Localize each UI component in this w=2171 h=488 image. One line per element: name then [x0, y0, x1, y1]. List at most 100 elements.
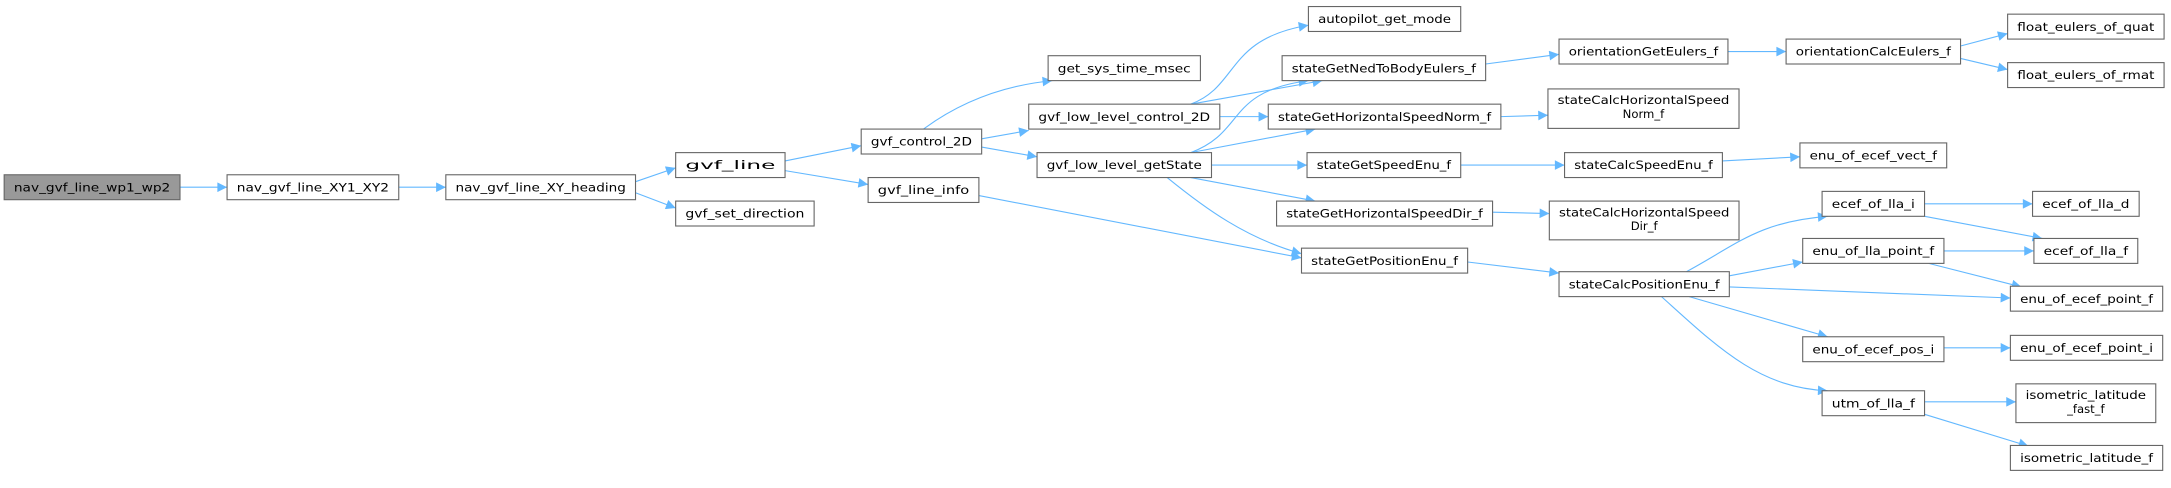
node-label: enu_of_ecef_vect_f: [1810, 149, 1938, 163]
node-label: enu_of_ecef_point_f: [2020, 292, 2154, 306]
node-float-eulers-of-quat[interactable]: float_eulers_of_quat: [2007, 13, 2165, 40]
node-label: nav_gvf_line_XY_heading: [456, 180, 626, 194]
call-edge: [1729, 259, 1803, 277]
node-label: stateCalcHorizontalSpeed: [1558, 93, 1730, 107]
node-stategethorizontalspeednorm-f[interactable]: stateGetHorizontalSpeedNorm_f: [1267, 103, 1502, 130]
node-box: [1799, 142, 1948, 169]
node-enu-of-lla-point-f[interactable]: enu_of_lla_point_f: [1802, 237, 1945, 264]
node-nav-gvf-line-wp1-wp2[interactable]: nav_gvf_line_wp1_wp2: [3, 174, 181, 201]
node-enu-of-ecef-point-f[interactable]: enu_of_ecef_point_f: [2009, 285, 2164, 312]
call-edge: [1492, 208, 1550, 219]
node-utm-of-lla-f[interactable]: utm_of_lla_f: [1821, 390, 1926, 417]
node-label: ecef_of_lla_f: [2044, 244, 2130, 258]
node-label: orientationGetEulers_f: [1569, 45, 1720, 59]
call-edge: [1190, 22, 1309, 105]
node-box: [1047, 55, 1201, 82]
node-enu-of-ecef-pos-i[interactable]: enu_of_ecef_pos_i: [1802, 336, 1945, 363]
node-label: stateGetSpeedEnu_f: [1317, 158, 1452, 172]
node-float-eulers-of-rmat[interactable]: float_eulers_of_rmat: [2007, 62, 2165, 89]
node-label: get_sys_time_msec: [1058, 61, 1191, 75]
node-autopilot-get-mode[interactable]: autopilot_get_mode: [1307, 5, 1462, 33]
node-gvf-control-2d[interactable]: gvf_control_2D: [860, 128, 983, 155]
node-nav-gvf-line-xy-heading[interactable]: nav_gvf_line_XY_heading: [445, 174, 637, 201]
node-gvf-set-direction[interactable]: gvf_set_direction: [675, 200, 815, 227]
node-ecef-of-lla-i[interactable]: ecef_of_lla_i: [1821, 190, 1926, 217]
node-box: [1306, 152, 1462, 179]
node-isometric-latitude-f[interactable]: isometric_latitude_f: [2009, 444, 2164, 471]
call-edge: [1722, 152, 1800, 163]
node-gvf-line[interactable]: gvf_line: [675, 152, 786, 179]
node-label: enu_of_ecef_pos_i: [1812, 342, 1934, 356]
call-edge: [978, 194, 1302, 261]
node-stategetnedtobodyeulers-f[interactable]: stateGetNedToBodyEulers_f: [1281, 55, 1487, 82]
node-orientationcalceulers-f[interactable]: orientationCalcEulers_f: [1785, 38, 1962, 65]
node-label: stateGetPositionEnu_f: [1311, 254, 1459, 268]
node-get-sys-time-msec[interactable]: get_sys_time_msec: [1047, 55, 1201, 82]
node-label: gvf_low_level_control_2D: [1038, 110, 1210, 124]
node-stategetspeedenu-f[interactable]: stateGetSpeedEnu_f: [1306, 152, 1462, 179]
node-isometric-latitude-fast-f[interactable]: isometric_latitude_fast_f: [2015, 383, 2157, 424]
node-label: stateCalcHorizontalSpeed: [1559, 205, 1729, 219]
node-box: [867, 176, 980, 204]
node-gvf-low-level-getstate[interactable]: gvf_low_level_getState: [1036, 152, 1213, 179]
node-box: [1300, 247, 1469, 274]
node-statecalcspeedenu-f[interactable]: stateCalcSpeedEnu_f: [1564, 152, 1723, 179]
node-box: [1547, 88, 1740, 129]
node-label: Dir_f: [1631, 219, 1659, 233]
call-edge: [1190, 176, 1316, 205]
node-box: [1802, 336, 1945, 363]
node-label: enu_of_ecef_point_i: [2020, 341, 2153, 355]
call-edge: [1960, 57, 2008, 73]
node-box: [1785, 38, 1962, 65]
call-edge: [784, 142, 862, 162]
node-nav-gvf-line-xy1-xy2[interactable]: nav_gvf_line_XY1_XY2: [226, 174, 400, 201]
node-label: stateGetNedToBodyEulers_f: [1292, 61, 1477, 75]
node-box: [1267, 103, 1502, 130]
node-box: [2009, 444, 2164, 471]
node-label: gvf_low_level_getState: [1047, 158, 1202, 172]
node-orientationgeteulers-f[interactable]: orientationGetEulers_f: [1558, 38, 1729, 65]
node-label: gvf_line_info: [878, 183, 969, 197]
node-box: [2015, 383, 2157, 424]
node-gvf-low-level-control-2d[interactable]: gvf_low_level_control_2D: [1028, 103, 1221, 130]
node-enu-of-ecef-point-i[interactable]: enu_of_ecef_point_i: [2009, 334, 2164, 361]
node-label: isometric_latitude: [2026, 388, 2146, 402]
node-label: stateGetHorizontalSpeedDir_f: [1286, 207, 1484, 221]
node-ecef-of-lla-d[interactable]: ecef_of_lla_d: [2031, 190, 2140, 217]
node-ecef-of-lla-f[interactable]: ecef_of_lla_f: [2033, 237, 2139, 264]
node-box: [1276, 200, 1494, 227]
node-box: [1802, 237, 1945, 264]
call-edge: [1924, 413, 2029, 448]
call-edge: [635, 166, 676, 183]
node-box: [1548, 200, 1740, 241]
node-label: stateGetHorizontalSpeedNorm_f: [1278, 110, 1492, 124]
node-box: [2009, 334, 2164, 361]
node-box: [2009, 285, 2164, 312]
call-edge: [784, 170, 869, 188]
node-label: nav_gvf_line_wp1_wp2: [14, 180, 170, 194]
node-box: [2007, 62, 2165, 89]
node-box: [675, 200, 815, 227]
node-enu-of-ecef-vect-f[interactable]: enu_of_ecef_vect_f: [1799, 142, 1948, 169]
call-edge: [981, 146, 1038, 160]
node-label: gvf_line: [685, 158, 775, 172]
call-edge: [1190, 126, 1316, 154]
node-statecalcpositionenu-f[interactable]: stateCalcPositionEnu_f: [1558, 271, 1730, 298]
node-box: [1036, 152, 1213, 179]
node-stategethorizontalspeeddir-f[interactable]: stateGetHorizontalSpeedDir_f: [1276, 200, 1494, 227]
call-edge: [1686, 212, 1828, 273]
node-label: Norm_f: [1623, 107, 1666, 121]
call-edge: [1689, 296, 1828, 339]
node-box: [2033, 237, 2139, 264]
node-box: [1307, 5, 1462, 33]
call-edge: [635, 192, 676, 210]
node-label: nav_gvf_line_XY1_XY2: [237, 180, 389, 194]
node-stategetpositionenu-f[interactable]: stateGetPositionEnu_f: [1300, 247, 1469, 274]
call-edge: [923, 76, 1053, 130]
node-gvf-line-info[interactable]: gvf_line_info: [867, 176, 980, 204]
node-box: [675, 152, 786, 179]
node-box: [1558, 38, 1729, 65]
node-box: [445, 174, 637, 201]
